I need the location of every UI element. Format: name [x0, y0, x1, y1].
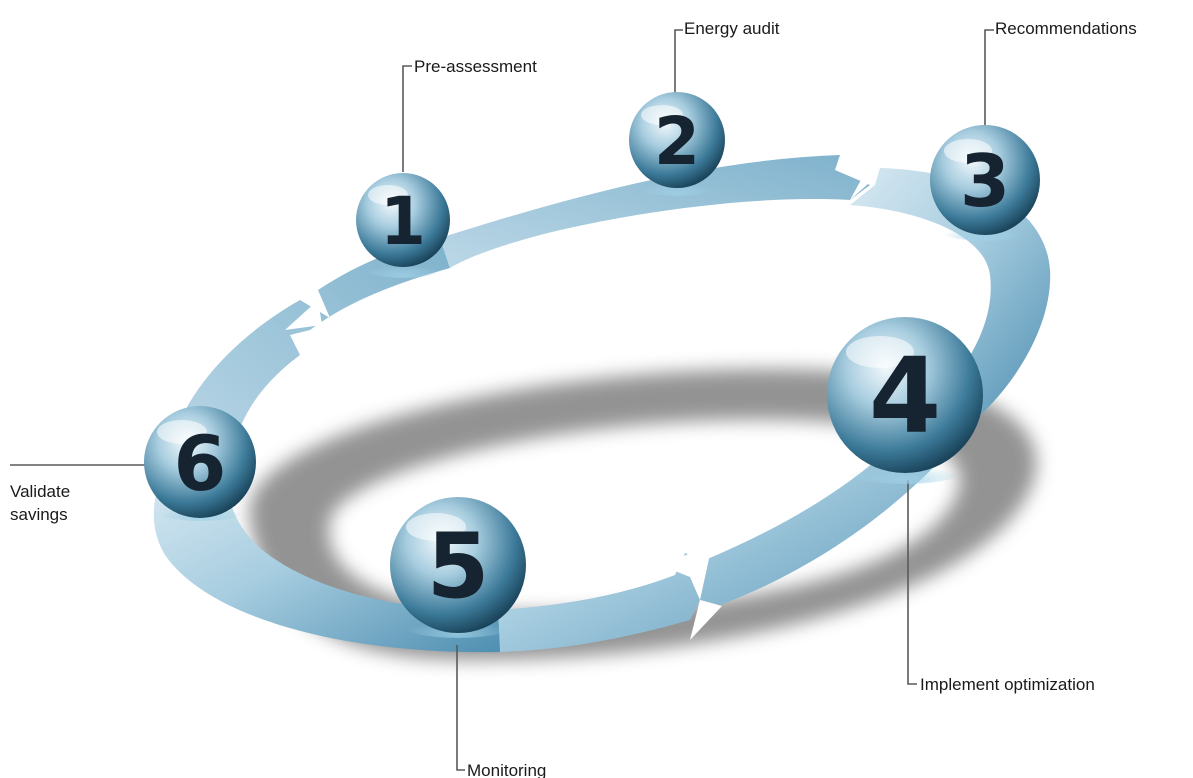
leader-line-2: [674, 29, 683, 108]
step-label-6-line-1: Validate: [10, 482, 70, 501]
step-labels: Pre-assessment Energy audit Recommendati…: [10, 19, 1137, 778]
step-number-6: 6: [174, 419, 227, 508]
step-number-3: 3: [960, 139, 1010, 223]
step-number-4: 4: [869, 335, 941, 457]
step-ball-1: 1: [356, 173, 450, 278]
leader-line-5: [456, 645, 465, 771]
ribbon-arrow-notch-1: [285, 300, 322, 330]
ribbon-arrow-notch-2: [838, 158, 878, 200]
step-label-2: Energy audit: [684, 19, 780, 38]
ribbon-arrow-notch-4: [690, 600, 722, 640]
step-ball-5: 5: [390, 497, 526, 638]
step-number-2: 2: [654, 103, 700, 180]
ribbon-segment-1-3: [440, 155, 870, 268]
step-label-3: Recommendations: [995, 19, 1137, 38]
leader-line-1: [402, 65, 412, 172]
ribbon-arrow-notch-3: [660, 545, 712, 600]
step-number-1: 1: [380, 183, 426, 260]
step-number-5: 5: [427, 514, 490, 619]
ring-shadow: [249, 369, 1037, 660]
step-label-6-line-2: savings: [10, 505, 68, 524]
step-ball-2: 2: [629, 92, 725, 196]
leader-lines: [10, 29, 994, 771]
leader-line-3: [984, 29, 994, 135]
step-label-5: Monitoring: [467, 761, 546, 778]
ribbon-segment-6-1: [165, 238, 450, 470]
step-label-1: Pre-assessment: [414, 57, 537, 76]
step-ball-6: 6: [144, 406, 256, 521]
step-label-4: Implement optimization: [920, 675, 1095, 694]
step-ball-4: 4: [827, 317, 983, 484]
leader-line-4: [907, 480, 917, 685]
step-ball-3: 3: [930, 125, 1040, 241]
